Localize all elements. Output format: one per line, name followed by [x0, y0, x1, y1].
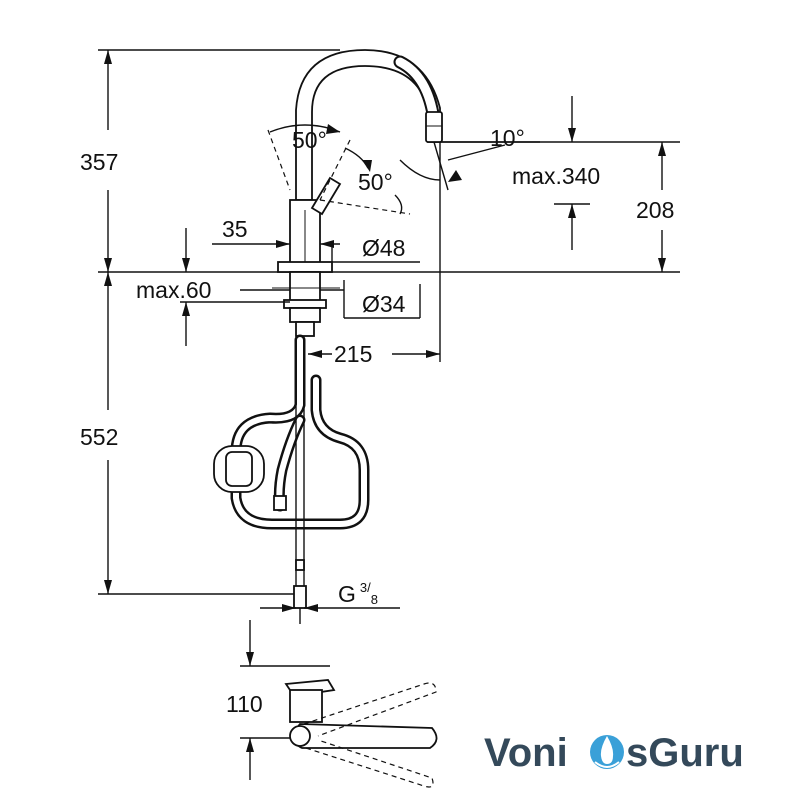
supply-hoses	[213, 334, 370, 609]
angle-side-label: 50°	[358, 169, 393, 195]
dimension-215: 215	[308, 142, 441, 367]
swivel-angles: 50° 50°	[267, 124, 411, 215]
dim-d34-label: Ø34	[362, 291, 406, 317]
dimension-35: 35	[212, 216, 340, 248]
dim-215-label: 215	[334, 341, 372, 367]
dimension-208: 208	[636, 142, 674, 272]
dim-max60-label: max.60	[136, 277, 211, 303]
water-drop-icon	[590, 735, 624, 769]
dim-35-label: 35	[222, 216, 248, 242]
connection-letter: G	[338, 581, 356, 607]
vonios-guru-logo: Voni sGuru	[484, 731, 744, 775]
dimension-max60: max.60	[136, 228, 290, 346]
logo-text-sguru: sGuru	[626, 731, 744, 775]
faucet-body	[272, 176, 342, 337]
dim-552-label: 552	[80, 424, 118, 450]
connection-denominator: 8	[371, 592, 378, 607]
logo-text-voni: Voni	[484, 731, 568, 775]
spout-angle: 10°	[399, 125, 540, 191]
dimension-552: 552	[80, 272, 118, 594]
dimension-d48: Ø48	[331, 235, 420, 263]
angle-top-label: 50°	[292, 127, 327, 153]
dim-208-label: 208	[636, 197, 674, 223]
dim-110-label: 110	[226, 691, 263, 717]
dim-d48-label: Ø48	[362, 235, 405, 261]
angle-spout-label: 10°	[490, 125, 525, 151]
dim-max340-label: max.340	[512, 163, 600, 189]
dimension-d34: Ø34	[320, 280, 421, 319]
dimension-max340: max.340	[512, 96, 600, 250]
plan-view: 110	[226, 620, 438, 788]
connection-numerator: 3	[360, 580, 367, 595]
dim-357-label: 357	[80, 149, 118, 175]
dimension-357: 357	[80, 50, 118, 272]
